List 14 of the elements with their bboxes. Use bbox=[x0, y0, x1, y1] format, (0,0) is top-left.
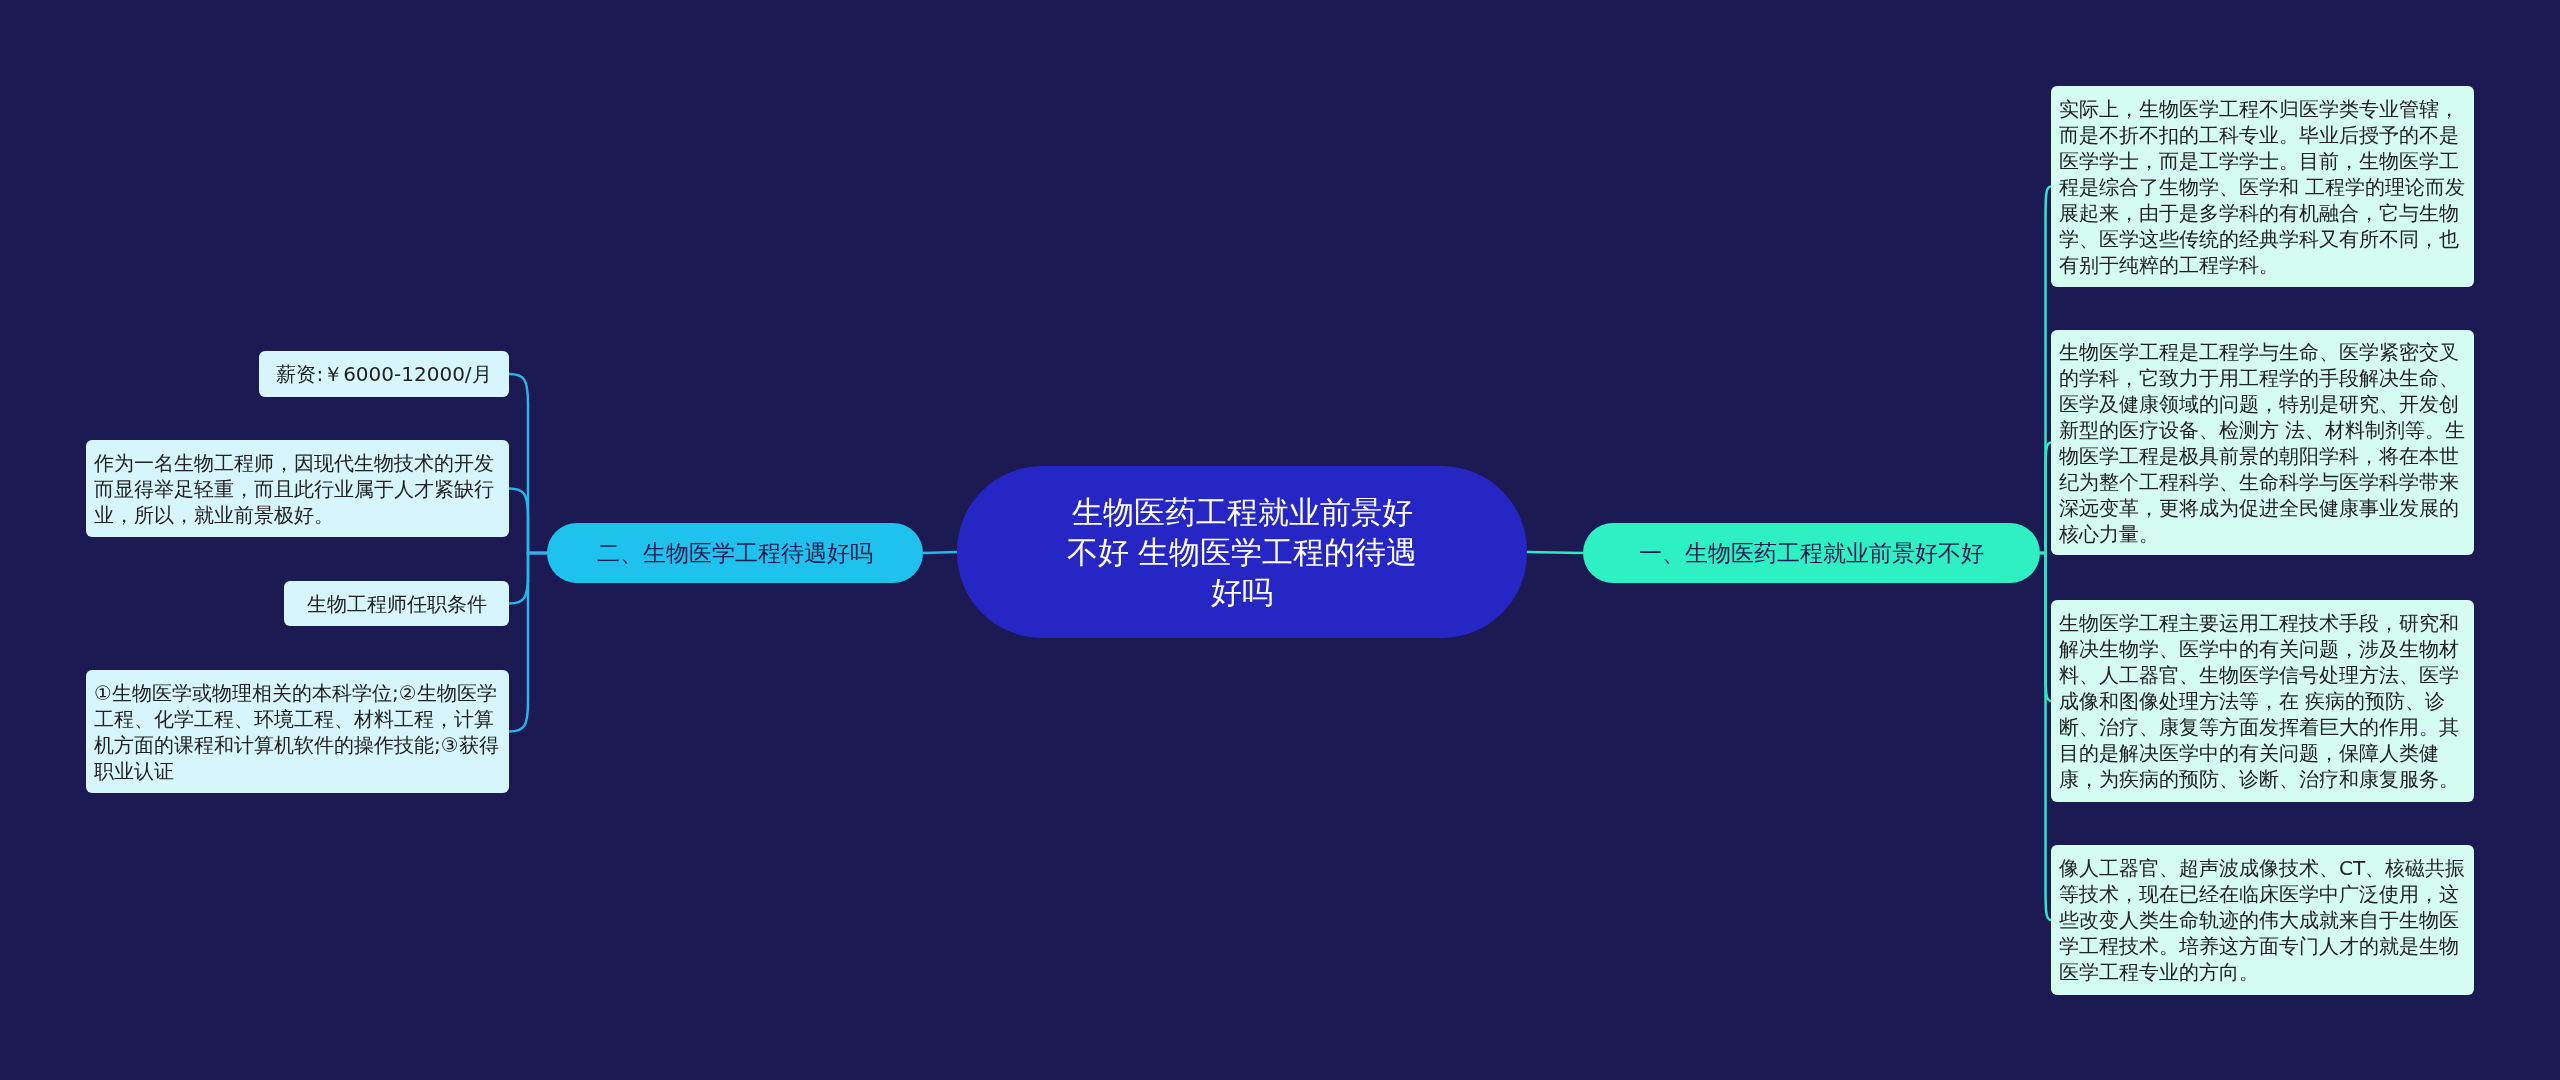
subtopic-card: ①生物医学或物理相关的本科学位;②生物医学工程、化学工程、环境工程、材料工程，计算机方面的课程和计算机软件的操作技能;③获得职业认证 bbox=[86, 670, 509, 793]
subtopic-card: 作为一名生物工程师，因现代生物技术的开发而显得举足轻重，而且此行业属于人才紧缺行业，所以，就业前景极好。 bbox=[86, 440, 509, 537]
subtopic-card: 生物工程师任职条件 bbox=[284, 581, 509, 626]
subtopic-card: 实际上，生物医学工程不归医学类专业管辖，而是不折不扣的工科专业。毕业后授予的不是医学学士，而是工学学士。目前，生物医学工程是综合了生物学、医学和 工程学的理论而发展起来，由于是多学科的有机融合，它与生物学、医学这些传统的经典学科又有所不同，也有别于纯粹的工程学科。 bbox=[2051, 86, 2474, 287]
branch-topic: 二、生物医学工程待遇好吗 bbox=[547, 523, 923, 583]
connector-line bbox=[2040, 551, 2052, 922]
connector-line bbox=[922, 550, 958, 555]
branch-topic: 一、生物医药工程就业前景好不好 bbox=[1583, 523, 2040, 583]
subtopic-card: 像人工器官、超声波成像技术、CT、核磁共振等技术，现在已经在临床医学中广泛使用，这些改变人类生命轨迹的伟大成就来自于生物医学工程技术。培养这方面专门人才的就是生物医学工程专业的方向。 bbox=[2051, 845, 2474, 995]
central-topic: 生物医药工程就业前景好不好 生物医学工程的待遇好吗 bbox=[957, 466, 1527, 638]
connector-line bbox=[1526, 550, 1584, 555]
subtopic-card: 生物医学工程主要运用工程技术手段，研究和解决生物学、医学中的有关问题，涉及生物材料、人工器官、生物医学信号处理方法、医学成像和图像处理方法等，在 疾病的预防、诊断、治疗、康复等方面发挥着巨大的作用。其目的是解决医学中的有关问题，保障人类健康，为疾病的预防、诊断、治疗和康复服务。 bbox=[2051, 600, 2474, 802]
subtopic-card: 薪资:￥6000-12000/月 bbox=[259, 351, 509, 397]
subtopic-card: 生物医学工程是工程学与生命、医学紧密交叉的学科，它致力于用工程学的手段解决生命、医学及健康领域的问题，特别是研究、开发创新型的医疗设备、检测方 法、材料制剂等。生物医学工程是极具前景的朝阳学科，将在本世纪为整个工程科学、生命科学与医学科学带来深远变革，更将成为促进全民健康事业发展的核心力量。 bbox=[2051, 330, 2474, 555]
